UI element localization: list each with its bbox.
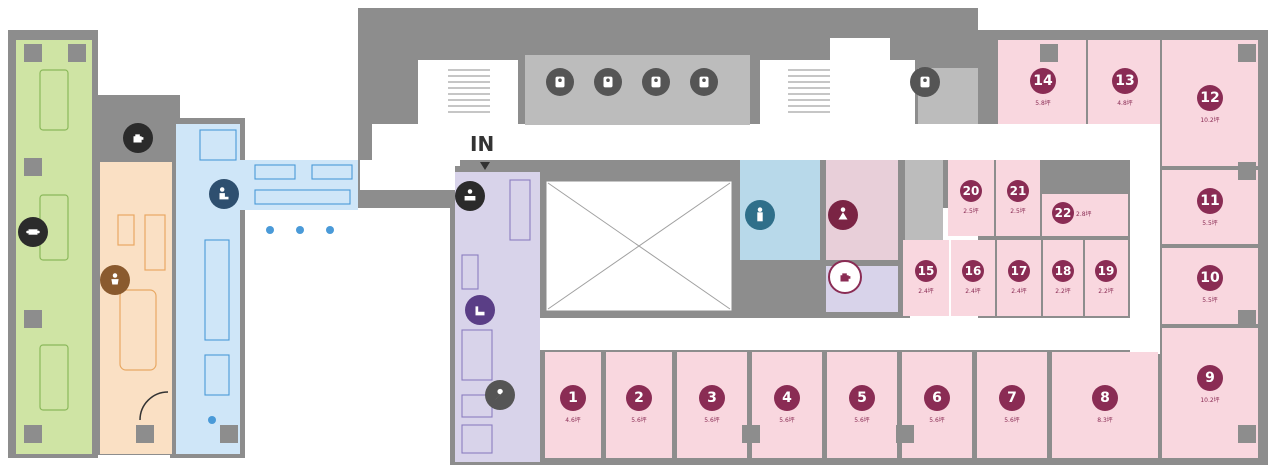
lounge-chair-icon xyxy=(465,295,495,325)
meeting-table-icon xyxy=(18,217,48,247)
elevator-icon xyxy=(690,68,718,96)
wrench-icon xyxy=(485,380,515,410)
entrance-label: IN xyxy=(470,132,495,156)
reception-person-icon xyxy=(455,181,485,211)
lounge-person-icon xyxy=(100,265,130,295)
elevator-icon xyxy=(642,68,670,96)
elevator-icon xyxy=(546,68,574,96)
kettle-icon xyxy=(123,123,153,153)
womens-restroom-icon xyxy=(828,200,858,230)
elevator-icon xyxy=(910,67,940,97)
mens-restroom-icon xyxy=(745,200,775,230)
elevator-icon xyxy=(594,68,622,96)
workspace-person-icon xyxy=(209,179,239,209)
pantry-kettle-icon xyxy=(828,260,862,294)
